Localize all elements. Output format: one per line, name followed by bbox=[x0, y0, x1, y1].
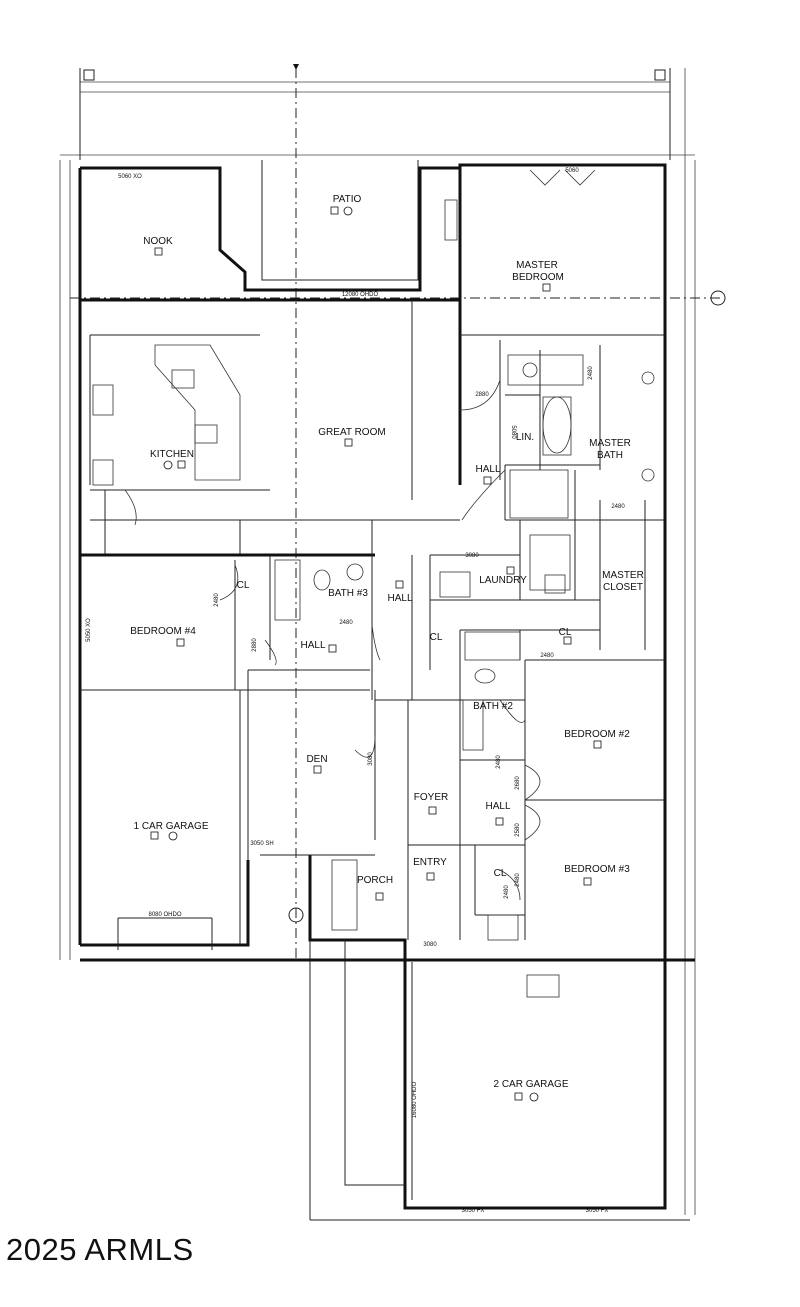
room-label-patio: PATIO bbox=[333, 194, 362, 205]
room-label-cl-laundry: CL bbox=[559, 627, 572, 638]
door-swings bbox=[124, 169, 596, 901]
room-label-hall-mid: HALL bbox=[300, 640, 325, 651]
tag-master-closet-door: 2480 bbox=[611, 504, 625, 510]
tag-master-bath-door: 2480 bbox=[588, 366, 594, 380]
room-tags bbox=[150, 206, 602, 1102]
tag-garage2-door: 16080 OHDO bbox=[412, 1081, 418, 1118]
room-label-bedroom2: BEDROOM #2 bbox=[564, 729, 630, 740]
tag-nook-window: 5060 XO bbox=[118, 174, 142, 180]
room-label-master-closet-2: CLOSET bbox=[603, 582, 643, 593]
room-label-bath3: BATH #3 bbox=[328, 588, 368, 599]
room-label-hall-small: HALL bbox=[387, 593, 412, 604]
door-window-tags: 5060 XO 12080 OHDO 5060 2480 5080 2880 2… bbox=[86, 168, 625, 1214]
tag-garage2-window-left: 3050 FX bbox=[462, 1208, 485, 1214]
room-label-master-bedroom-2: BEDROOM bbox=[512, 272, 564, 283]
room-label-hall-upper: HALL bbox=[475, 464, 500, 475]
room-label-laundry: LAUNDRY bbox=[479, 575, 527, 586]
room-labels: PATIO NOOK MASTER BEDROOM KITCHEN GREAT … bbox=[130, 194, 644, 1090]
room-label-cl-entry: CL bbox=[494, 868, 507, 879]
tag-bath3-door: 2480 bbox=[339, 620, 353, 626]
room-label-master-bath-2: BATH bbox=[597, 450, 623, 461]
tag-patio-door: 12080 OHDO bbox=[342, 292, 379, 298]
room-label-nook: NOOK bbox=[143, 236, 173, 247]
room-label-master-bath-1: MASTER bbox=[589, 438, 631, 449]
tag-garage1-window: 3050 SH bbox=[250, 841, 273, 847]
room-label-lin: LIN. bbox=[516, 432, 534, 443]
tag-laundry-door: 3080 bbox=[465, 553, 479, 559]
tag-garage1-door: 8080 OHDO bbox=[148, 912, 181, 918]
room-label-den: DEN bbox=[306, 754, 327, 765]
tag-bed4-cl: 2480 bbox=[214, 593, 220, 607]
tag-bed3-cl-door: 2480 bbox=[504, 885, 510, 899]
room-label-bedroom4: BEDROOM #4 bbox=[130, 626, 196, 637]
section-lines bbox=[70, 64, 726, 960]
room-label-cl-mid: CL bbox=[430, 632, 443, 643]
tag-hall-door: 2880 bbox=[475, 392, 489, 398]
fixtures bbox=[92, 199, 655, 998]
room-label-hall-lower: HALL bbox=[485, 801, 510, 812]
room-label-bath2: BATH #2 bbox=[473, 701, 513, 712]
tag-entry-door: 3080 bbox=[423, 942, 437, 948]
tag-bed4-window: 5050 XO bbox=[86, 618, 92, 642]
floor-plan: PATIO NOOK MASTER BEDROOM KITCHEN GREAT … bbox=[59, 64, 726, 1221]
room-label-entry: ENTRY bbox=[413, 857, 447, 868]
tag-bed3-door: 2480 bbox=[515, 873, 521, 887]
room-label-great-room: GREAT ROOM bbox=[318, 427, 385, 438]
copyright-text: 2025 ARMLS bbox=[6, 1232, 194, 1267]
room-label-master-bedroom-1: MASTER bbox=[516, 260, 558, 271]
tag-bath2-door: 2480 bbox=[496, 755, 502, 769]
interior-walls bbox=[80, 165, 665, 945]
room-label-master-closet-1: MASTER bbox=[602, 570, 644, 581]
room-label-porch: PORCH bbox=[357, 875, 393, 886]
room-label-one-car-garage: 1 CAR GARAGE bbox=[133, 821, 208, 832]
room-label-kitchen: KITCHEN bbox=[150, 449, 194, 460]
room-label-foyer: FOYER bbox=[414, 792, 448, 803]
room-label-two-car-garage: 2 CAR GARAGE bbox=[493, 1079, 568, 1090]
top-dimensions bbox=[59, 68, 696, 1215]
tag-linen: 5080 bbox=[510, 425, 516, 439]
exterior-walls bbox=[78, 160, 695, 1221]
room-label-bedroom3: BEDROOM #3 bbox=[564, 864, 630, 875]
tag-den-door: 3080 bbox=[368, 752, 374, 766]
tag-master-window: 5060 bbox=[565, 168, 579, 174]
room-label-cl-bed4: CL bbox=[237, 580, 250, 591]
tag-garage2-window-right: 3050 FX bbox=[586, 1208, 609, 1214]
tag-hall-lower-door: 2580 bbox=[515, 823, 521, 837]
tag-cl-laundry-door: 2480 bbox=[540, 653, 554, 659]
tag-bed2-door: 2680 bbox=[515, 776, 521, 790]
tag-hall-mid-door: 2880 bbox=[252, 638, 258, 652]
